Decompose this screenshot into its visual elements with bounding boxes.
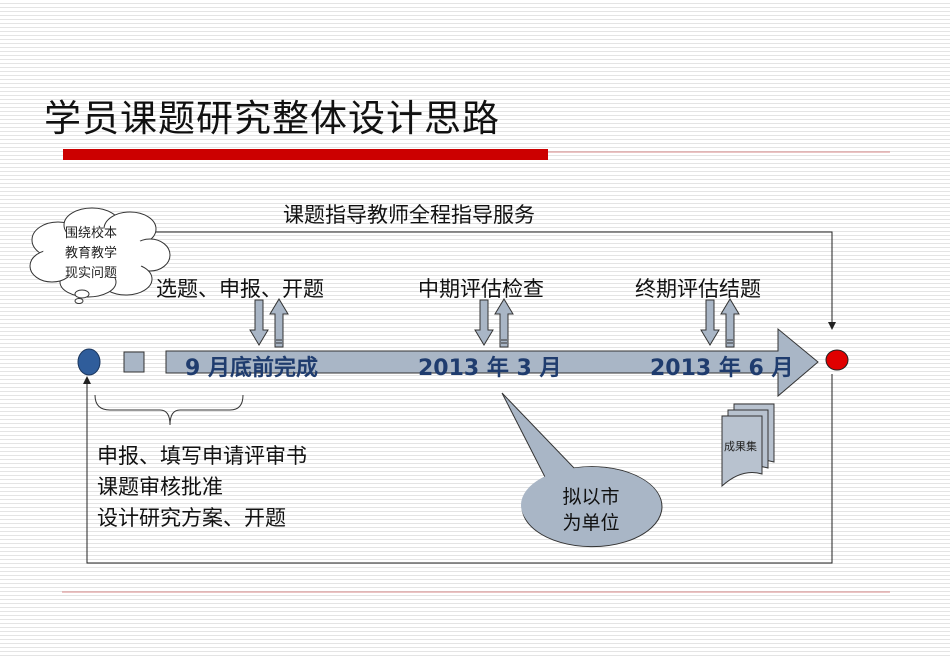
mid-double-arrow: [474, 298, 514, 348]
stage-final-label: 终期评估结题: [635, 277, 761, 301]
step-item: 课题审核批准: [97, 475, 223, 499]
date-mar: 2013 年 3 月: [418, 356, 562, 381]
mentor-loop-frame: [130, 231, 833, 324]
page-title: 学员课题研究整体设计思路: [44, 97, 500, 140]
cloud-line: 围绕校本: [64, 226, 117, 241]
cloud-line: 现实问题: [64, 266, 117, 281]
results-label: 成果集: [724, 440, 757, 453]
final-double-arrow: [700, 298, 740, 348]
stage-mid-label: 中期评估检查: [418, 277, 544, 301]
title-red-bar: [63, 149, 548, 160]
topic-double-arrow: [249, 298, 289, 348]
stage-topic-label: 选题、申报、开题: [156, 277, 324, 301]
bubble-line: 拟以市: [562, 486, 620, 508]
return-loop-frame: [86, 374, 833, 564]
step-item: 设计研究方案、开题: [97, 506, 286, 530]
mentor-label: 课题指导教师全程指导服务: [283, 203, 535, 227]
steps-brace: [94, 394, 244, 426]
mentor-arrowhead-down: [828, 322, 836, 330]
bubble-line: 为单位: [562, 512, 620, 534]
return-arrowhead-up: [83, 376, 91, 384]
timeline-square: [123, 351, 145, 373]
date-jun: 2013 年 6 月: [650, 356, 794, 381]
step-item: 申报、填写申请评审书: [97, 444, 307, 468]
results-document-stack: [721, 403, 775, 488]
cloud-line: 教育教学: [64, 246, 117, 261]
start-dot: [77, 348, 101, 376]
thought-cloud: [29, 207, 171, 304]
end-dot: [825, 349, 849, 371]
timeline-arrow: [165, 327, 819, 398]
date-sep: 9 月底前完成: [185, 356, 318, 381]
